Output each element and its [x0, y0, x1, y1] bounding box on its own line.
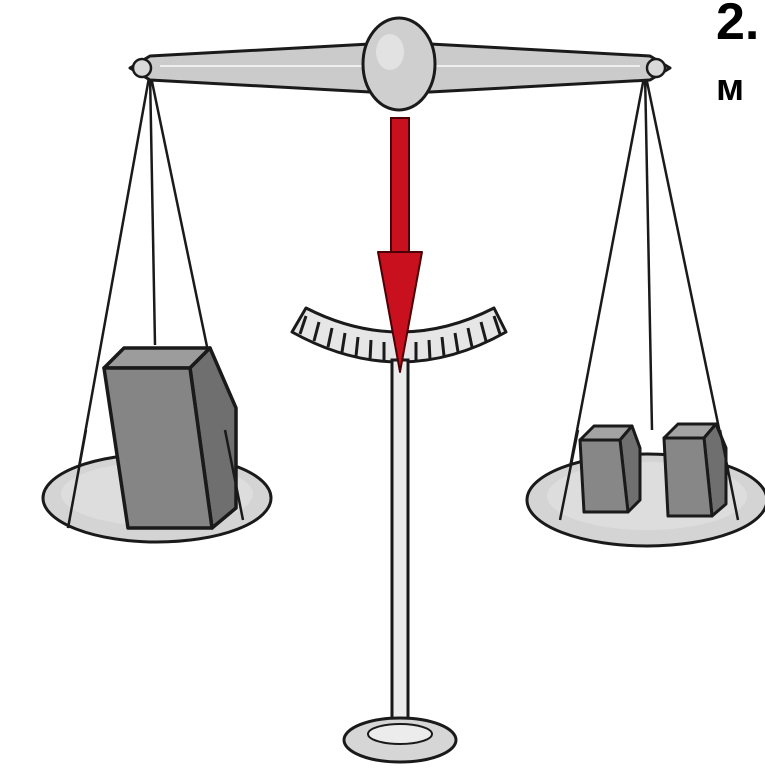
slide-subtitle-fragment: м	[716, 68, 744, 108]
stand-pole	[392, 360, 408, 738]
left-beam-pivot	[133, 59, 151, 77]
small-weight-cube-1	[580, 426, 640, 512]
right-beam-pivot	[647, 59, 665, 77]
center-hub-highlight	[376, 34, 404, 70]
stand-base-top	[368, 724, 432, 744]
small-weight-cube-2	[664, 424, 726, 516]
large-weight-cube	[104, 348, 236, 528]
slide-title-fragment: 2.	[716, 0, 759, 48]
